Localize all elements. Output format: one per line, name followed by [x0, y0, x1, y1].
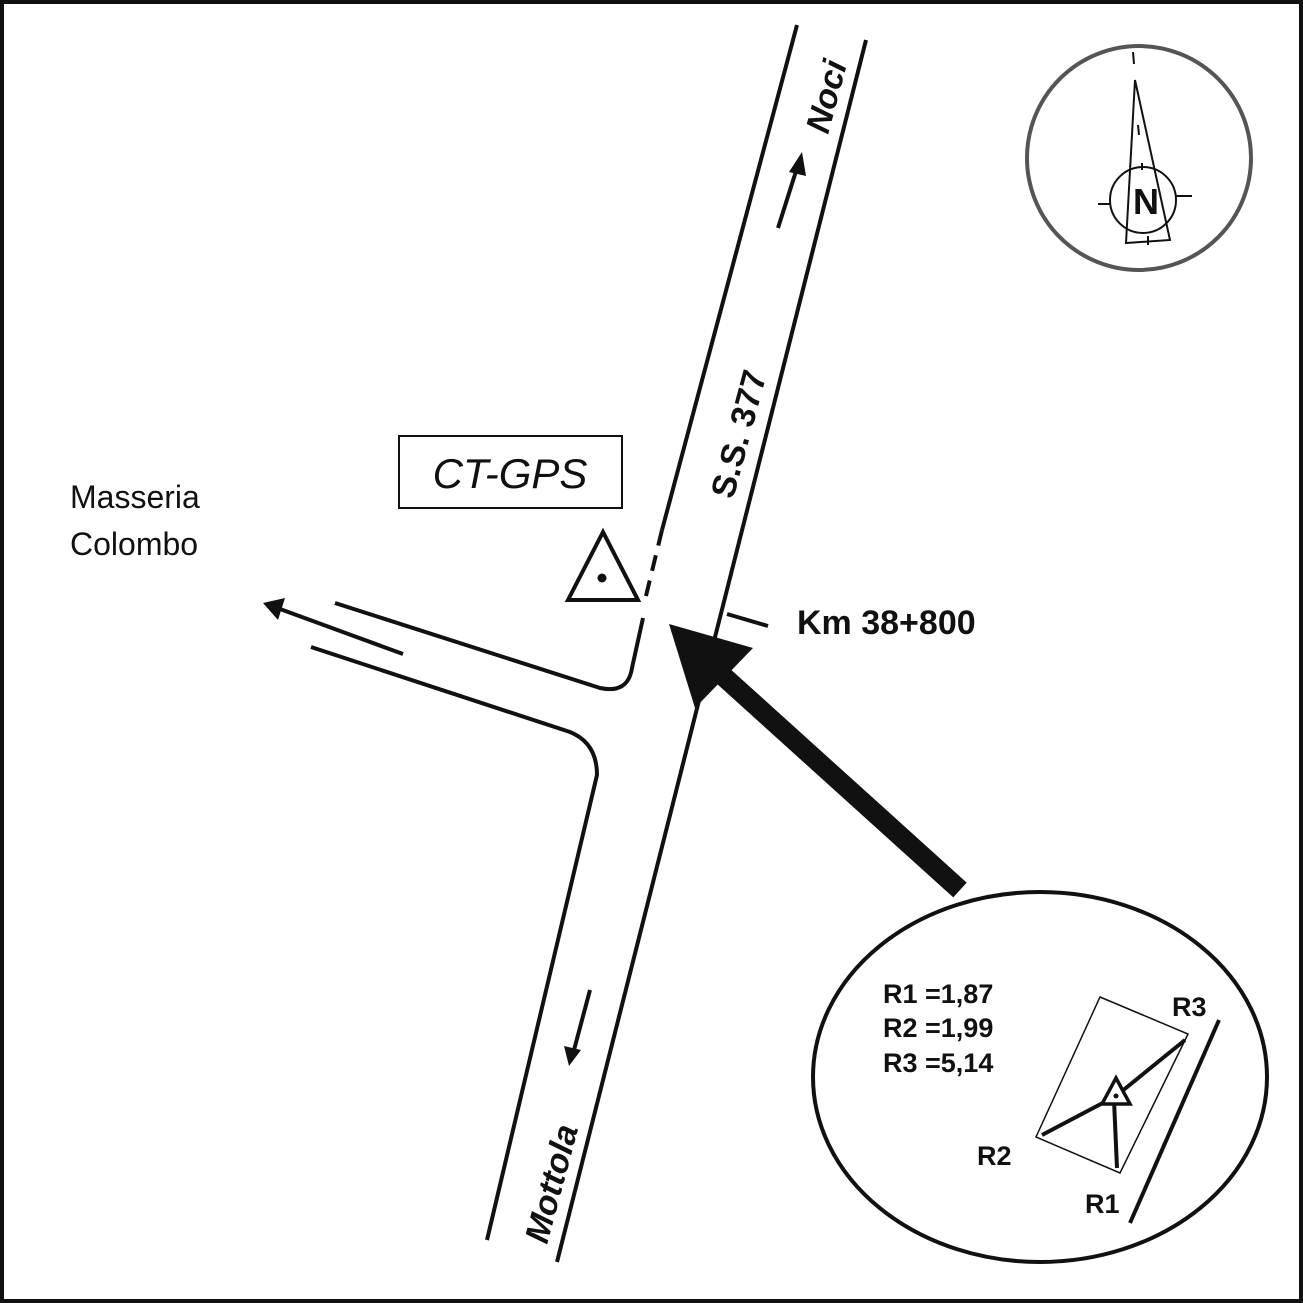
compass-needle-centerline: [1137, 124, 1140, 136]
label-masseria: Masseria: [70, 479, 200, 515]
inset-label-r3: R3: [1172, 992, 1207, 1022]
detail-pointer-shaft: [715, 667, 967, 898]
measurement-r1: R1 =1,87: [883, 979, 993, 1009]
inset-reference-rectangle: [1034, 996, 1190, 1174]
south-arrowhead-icon: [564, 1046, 581, 1066]
station-label-box: [398, 435, 623, 509]
south-direction-line: [572, 989, 592, 1051]
station-center-dot: [597, 573, 607, 583]
north-compass: N: [1025, 44, 1253, 272]
km-marker-label: Km 38+800: [797, 604, 976, 642]
side-road-upper-edge: [334, 601, 645, 691]
detail-pointer-arrowhead-icon: [669, 624, 753, 708]
inset-line-r3: [1114, 1038, 1187, 1098]
road-left-edge-lower: [310, 645, 600, 1241]
gps-station-triangle-icon: [564, 527, 642, 602]
measurement-r3: R3 =5,14: [883, 1048, 993, 1078]
measurement-r2: R2 =1,99: [883, 1013, 993, 1043]
compass-ring: [1025, 44, 1253, 272]
compass-north-label: N: [1133, 181, 1159, 222]
km-marker-tick: [726, 612, 769, 628]
side-road-direction-line: [279, 607, 404, 656]
inset-label-r1: R1: [1085, 1189, 1120, 1219]
road-left-edge-dashed: [643, 529, 664, 601]
compass-tick-top: [1132, 51, 1135, 65]
side-road-arrowhead-icon: [263, 598, 285, 620]
side-road: [263, 598, 645, 691]
inset-station-triangle-icon: [1099, 1074, 1133, 1106]
inset-road-edge: [1128, 1019, 1221, 1224]
inset-detail: R1 =1,87 R2 =1,99 R3 =5,14 R3 R2 R1: [811, 890, 1269, 1264]
inset-line-r1: [1112, 1099, 1119, 1169]
station-label: CT-GPS: [433, 450, 588, 497]
north-direction-line: [776, 167, 799, 229]
road-left-edge-upper: [660, 24, 799, 531]
inset-label-r2: R2: [977, 1141, 1012, 1171]
inset-ellipse: [811, 890, 1269, 1264]
label-colombo: Colombo: [70, 526, 198, 562]
inset-station-dot: [1113, 1093, 1119, 1099]
north-arrowhead-icon: [789, 152, 806, 176]
